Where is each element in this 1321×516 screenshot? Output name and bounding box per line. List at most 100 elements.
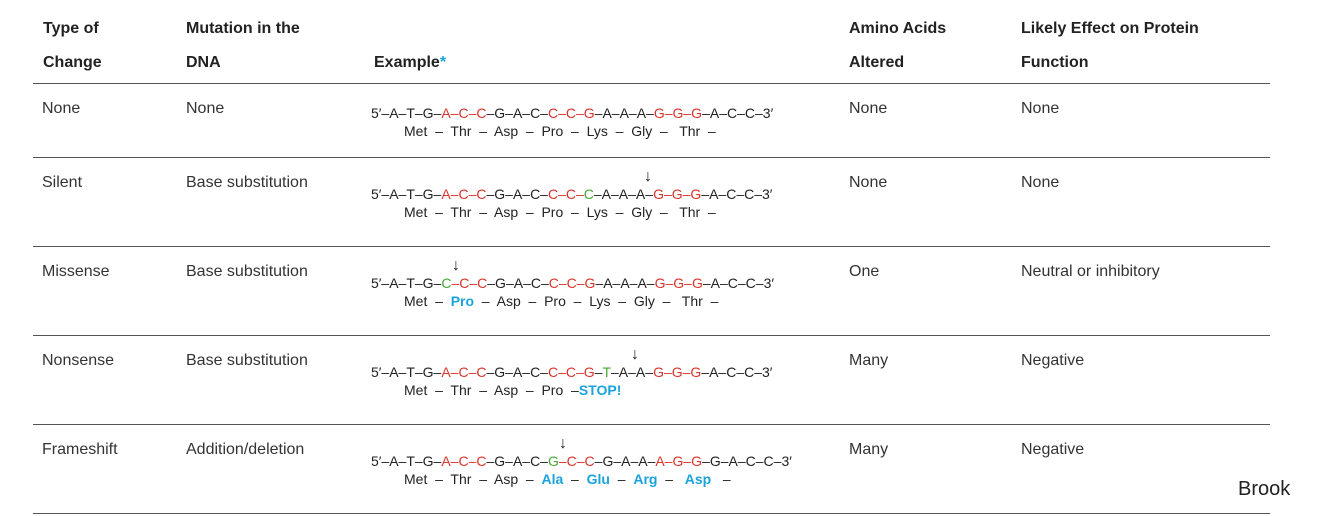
amino-acid-segment: Pro [450, 293, 475, 309]
dna-segment: A–G–G [655, 453, 703, 469]
dna-segment: C–C–G [548, 275, 596, 291]
dna-segment: G–G–G [653, 105, 703, 121]
dna-segment: –G–A–A– [594, 453, 656, 469]
dna-segment: C [583, 186, 594, 202]
amino-acids-altered-cell: One [849, 263, 880, 280]
effect-cell: None [1021, 100, 1060, 117]
amino-acid-sequence: Met – Thr – Asp – Ala – Glu – Arg – Asp … [404, 470, 731, 488]
dna-sequence: 5′–A–T–G–A–C–C–G–A–C–C–C–C–A–A–A–G–G–G–A… [371, 185, 772, 203]
amino-acid-segment: Met – Thr – Asp – Pro – Lys – Gly – Thr … [404, 123, 716, 139]
example-sequence: 5′–A–T–G–A–C–C–G–A–C–C–C–G–A–A–A–G–G–G–A… [371, 104, 773, 139]
amino-acid-segment: Asp [684, 471, 712, 487]
dna-segment: –G–A–C–C–3′ [702, 453, 792, 469]
dna-segment: –A–C–C–3′ [702, 275, 774, 291]
dna-segment: –A–A–A– [595, 275, 655, 291]
amino-acid-segment: Glu [586, 471, 610, 487]
dna-segment: C–C–G [547, 364, 595, 380]
dna-segment: C–C– [547, 186, 584, 202]
mutation-cell: None [186, 100, 225, 117]
footer-credit-fragment: Brook [1238, 478, 1291, 500]
dna-sequence: 5′–A–T–G–A–C–C–G–A–C–C–C–G–T–A–A–G–G–G–A… [371, 363, 772, 381]
mutation-cell: Base substitution [186, 263, 308, 280]
amino-acid-segment: – [609, 471, 634, 487]
dna-sequence: 5′–A–T–G–A–C–C–G–A–C–G–C–C–G–A–A–A–G–G–G… [371, 452, 792, 470]
type-of-change-cell: Frameshift [42, 441, 118, 458]
dna-segment: –A–A–A– [593, 186, 654, 202]
amino-acid-segment: – Asp – Pro – Lys – Gly – Thr – [474, 293, 719, 309]
dna-segment: –G–A–C– [486, 453, 548, 469]
dna-segment: G [547, 453, 559, 469]
dna-segment: 5′–A–T–G– [371, 105, 442, 121]
amino-acids-altered-cell: Many [849, 441, 889, 458]
amino-acid-segment: STOP! [578, 382, 622, 398]
amino-acid-sequence: Met – Thr – Asp – Pro – Lys – Gly – Thr … [404, 122, 716, 140]
dna-segment: –C–C [451, 275, 488, 291]
dna-segment: –G–A–C– [486, 364, 548, 380]
dna-segment: – [594, 364, 603, 380]
dna-segment: –G–A–C– [487, 275, 549, 291]
amino-acid-segment: Met – [404, 293, 451, 309]
amino-acid-segment: Ala [541, 471, 564, 487]
dna-segment: –A–A–A– [594, 105, 654, 121]
amino-acid-segment: Met – Thr – Asp – [404, 471, 542, 487]
dna-segment: T [602, 364, 612, 380]
dna-segment: G–G–G [654, 275, 703, 291]
dna-segment: –A–C–C–3′ [701, 186, 773, 202]
type-of-change-cell: Silent [42, 174, 83, 191]
dna-segment: C–C–G [547, 105, 595, 121]
dna-segment: A–C–C [441, 186, 487, 202]
example-sequence: ↓5′–A–T–G–A–C–C–G–A–C–C–C–C–A–A–A–G–G–G–… [371, 169, 772, 221]
dna-segment: –A–C–C–3′ [702, 105, 774, 121]
dna-sequence: 5′–A–T–G–A–C–C–G–A–C–C–C–G–A–A–A–G–G–G–A… [371, 104, 773, 122]
table-row-missense: Missense Base substitution One Neutral or i… [33, 247, 1270, 336]
type-of-change-cell: None [42, 100, 81, 117]
example-sequence: ↓5′–A–T–G–A–C–C–G–A–C–G–C–C–G–A–A–A–G–G–… [371, 436, 792, 488]
effect-cell: Negative [1021, 352, 1085, 369]
table-row-none: None None None None 5′–A–T–G–A–C–C–G–A–C–C–C… [33, 84, 1270, 158]
effect-cell: Neutral or inhibitory [1021, 263, 1160, 280]
mutation-arrow-icon: ↓ [644, 168, 652, 185]
example-sequence: ↓5′–A–T–G–C–C–C–G–A–C–C–C–G–A–A–A–G–G–G–… [371, 258, 774, 310]
mutation-cell: Base substitution [186, 174, 308, 191]
mutation-cell: Addition/deletion [186, 441, 305, 458]
dna-segment: 5′–A–T–G– [371, 186, 442, 202]
dna-segment: G–G–G [653, 186, 702, 202]
type-of-change-cell: Nonsense [42, 352, 115, 369]
dna-segment: 5′–A–T–G– [371, 364, 442, 380]
amino-acid-sequence: Met – Thr – Asp – Pro – Lys – Gly – Thr … [404, 203, 716, 221]
dna-segment: A–C–C [441, 453, 487, 469]
dna-segment: 5′–A–T–G– [371, 275, 442, 291]
amino-acid-segment: Met – Thr – Asp – Pro – Lys – Gly – Thr … [404, 204, 716, 220]
dna-segment: A–C–C [441, 364, 487, 380]
amino-acid-sequence: Met – Pro – Asp – Pro – Lys – Gly – Thr … [404, 292, 718, 310]
example-sequence: ↓5′–A–T–G–A–C–C–G–A–C–C–C–G–T–A–A–G–G–G–… [371, 347, 772, 399]
dna-segment: G–G–G [653, 364, 702, 380]
effect-cell: None [1021, 174, 1060, 191]
dna-segment: –G–A–C– [486, 105, 548, 121]
dna-segment: A–C–C [441, 105, 487, 121]
type-of-change-cell: Missense [42, 263, 110, 280]
amino-acid-segment: Arg [633, 471, 658, 487]
dna-sequence: 5′–A–T–G–C–C–C–G–A–C–C–C–G–A–A–A–G–G–G–A… [371, 274, 774, 292]
dna-segment: –A–A– [611, 364, 654, 380]
amino-acid-segment: – [563, 471, 587, 487]
amino-acid-segment: Met – Thr – Asp – Pro – [404, 382, 579, 398]
mutation-arrow-icon: ↓ [631, 346, 639, 363]
dna-segment: –G–A–C– [486, 186, 548, 202]
amino-acids-altered-cell: None [849, 100, 888, 117]
mutation-cell: Base substitution [186, 352, 308, 369]
mutation-arrow-icon: ↓ [559, 435, 567, 452]
dna-segment: C [441, 275, 452, 291]
amino-acid-sequence: Met – Thr – Asp – Pro –STOP! [404, 381, 621, 399]
amino-acid-segment: – [711, 471, 731, 487]
mutation-arrow-icon: ↓ [452, 257, 460, 274]
amino-acids-altered-cell: None [849, 174, 888, 191]
amino-acid-segment: – [657, 471, 685, 487]
